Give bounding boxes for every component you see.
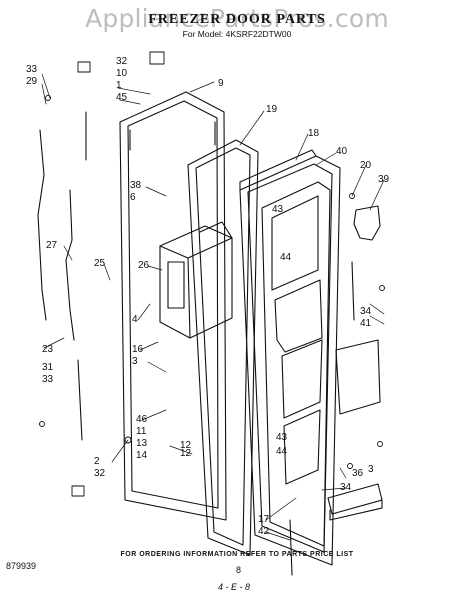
callout-label: 16 (132, 344, 144, 355)
callout-label: 6 (130, 192, 136, 203)
callout-label: 33 (42, 374, 54, 385)
sheet-mark: 4 - E - 8 (218, 582, 251, 592)
callout-label: 18 (308, 128, 320, 139)
callout-label: 9 (218, 78, 224, 89)
callout-label: 33 (26, 64, 38, 75)
page-title: FREEZER DOOR PARTS (148, 12, 326, 27)
callout-label: 43 (272, 204, 284, 215)
callout-label: 43 (276, 432, 288, 443)
door-gasket (187, 139, 259, 556)
document-number: 879939 (6, 561, 37, 571)
ordering-footnote: FOR ORDERING INFORMATION REFER TO PARTS … (120, 551, 354, 558)
inner-door-panel (119, 91, 227, 521)
callout-label: 42 (258, 526, 270, 537)
callout-label: 40 (336, 146, 348, 157)
callout-label: 34 (340, 482, 352, 493)
trim-strip (351, 261, 355, 321)
callout-label: 19 (266, 104, 278, 115)
callout-label: 11 (136, 426, 147, 437)
callout-label: 17 (258, 514, 270, 525)
callout-label: 32 (116, 56, 128, 67)
watermark: AppliancePartsPros.com (85, 4, 389, 33)
callout-label: 20 (360, 160, 372, 171)
callout-label: 14 (136, 450, 148, 461)
callout-label: 12 (180, 448, 192, 459)
model-subtitle: For Model: 4KSRF22DTW00 (182, 29, 292, 39)
callout-label: 1 (116, 80, 122, 91)
callout-label: 3 (132, 356, 138, 367)
handle-rods (37, 111, 87, 441)
callout-label: 46 (136, 414, 148, 425)
callout-label: 44 (280, 252, 292, 263)
callout-label: 25 (94, 258, 106, 269)
callout-label: 13 (136, 438, 148, 449)
callout-label: 34 (360, 306, 372, 317)
callout-label: 27 (46, 240, 58, 251)
callout-label: 41 (360, 318, 372, 329)
dispenser-cover (353, 205, 381, 241)
dispenser-housing (159, 221, 233, 339)
callout-label: 29 (26, 76, 38, 87)
callout-label: 45 (116, 92, 128, 103)
callout-label: 2 (94, 456, 100, 467)
callout-label: 36 (352, 468, 364, 479)
callout-label: 44 (276, 446, 288, 457)
callout-label: 26 (138, 260, 150, 271)
callout-label: 12 (180, 440, 192, 451)
bottom-rod (289, 519, 293, 576)
page-number: 8 (236, 565, 242, 575)
callout-label: 23 (42, 344, 54, 355)
callout-label: 39 (378, 174, 390, 185)
callout-label: 3 (368, 464, 374, 475)
outer-door (239, 149, 341, 566)
callout-label: 38 (130, 180, 142, 191)
callout-label: 10 (116, 68, 128, 79)
callout-label: 32 (94, 468, 106, 479)
door-bin (327, 339, 383, 521)
callout-label: 31 (42, 362, 54, 373)
door-liner (261, 181, 331, 547)
callout-label: 4 (132, 314, 138, 325)
